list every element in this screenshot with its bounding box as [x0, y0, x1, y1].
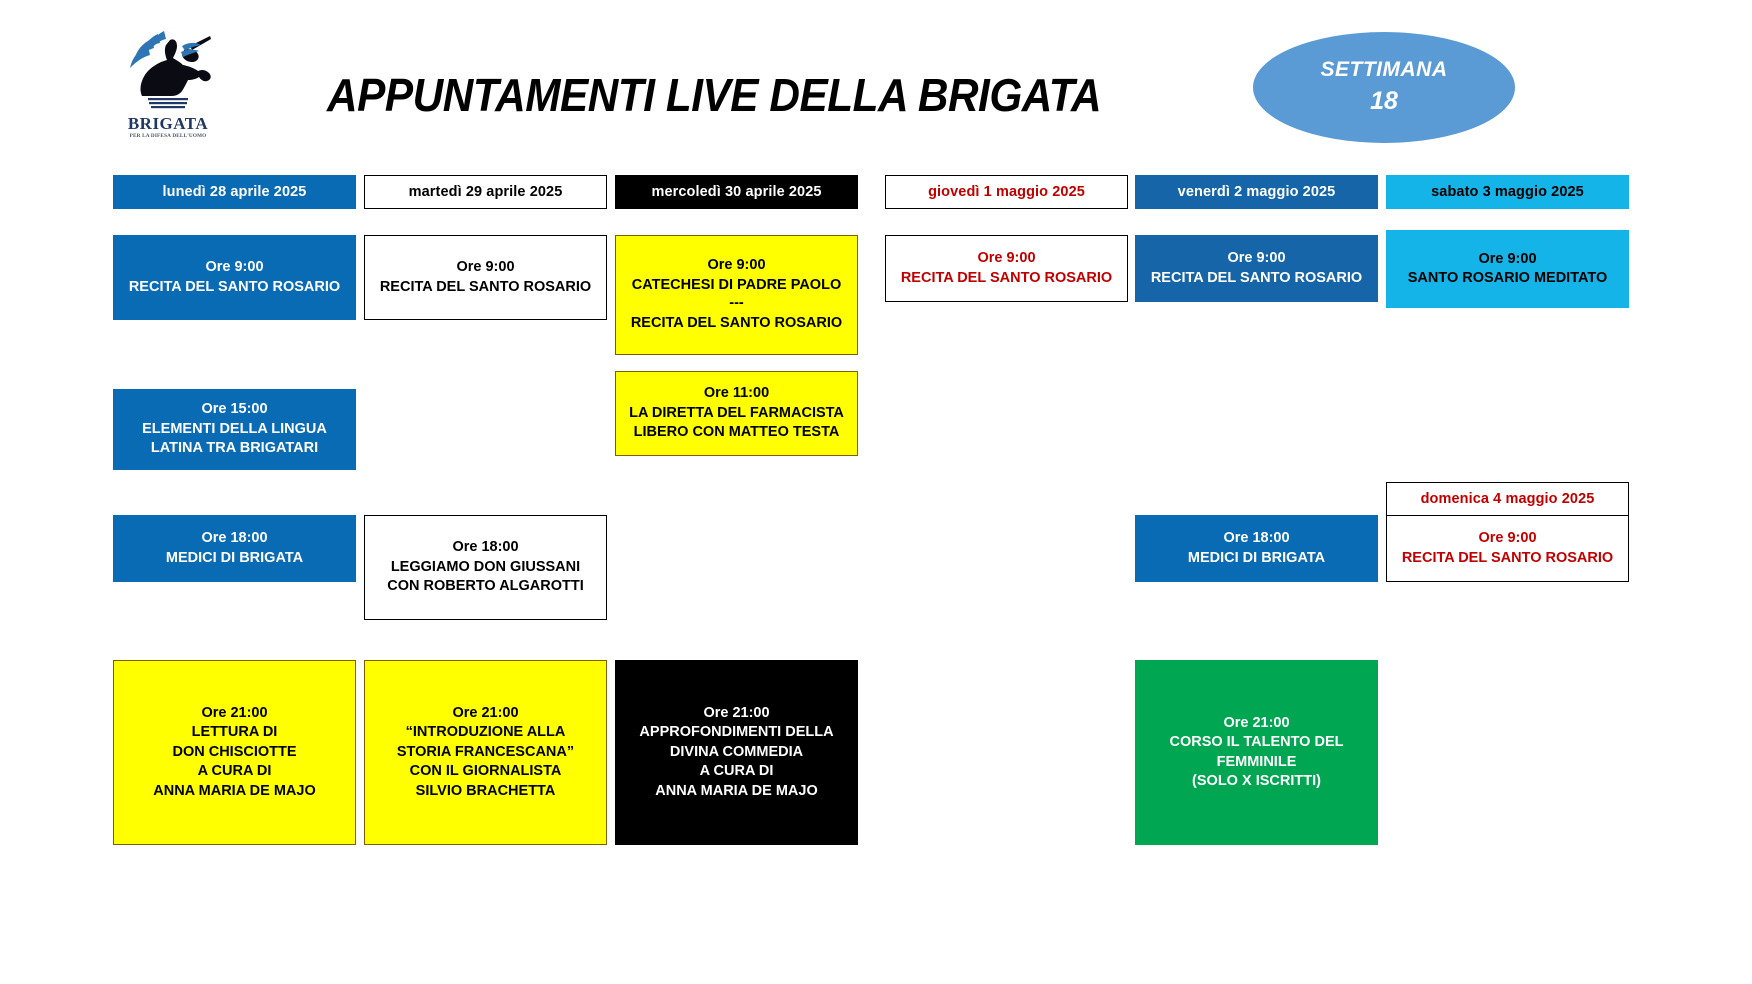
event-time: Ore 9:00 [456, 259, 515, 276]
schedule-grid: lunedì 28 aprile 2025 Ore 9:00 RECITA DE… [0, 175, 1752, 984]
event-time: Ore 21:00 [1223, 714, 1290, 731]
event-time: Ore 18:00 [452, 539, 519, 556]
event-line: LATINA TRA BRIGATARI [150, 440, 319, 457]
event-line: CON ROBERTO ALGAROTTI [387, 578, 584, 595]
day-header-label: lunedì 28 aprile 2025 [162, 184, 307, 200]
event-time: Ore 9:00 [1478, 250, 1537, 267]
event-card-tue-0900[interactable]: Ore 9:00 RECITA DEL SANTO ROSARIO [364, 235, 607, 320]
event-line: RECITA DEL SANTO ROSARIO [900, 269, 1113, 286]
event-line: RECITA DEL SANTO ROSARIO [379, 278, 592, 295]
event-card-tue-1800[interactable]: Ore 18:00 LEGGIAMO DON GIUSSANI CON ROBE… [364, 515, 607, 620]
week-badge-number: 18 [1370, 86, 1398, 115]
event-card-wed-0900[interactable]: Ore 9:00 CATECHESI DI PADRE PAOLO --- RE… [615, 235, 858, 355]
event-time: Ore 21:00 [703, 704, 770, 721]
event-line: DON CHISCIOTTE [172, 743, 297, 760]
event-card-fri-1800[interactable]: Ore 18:00 MEDICI DI BRIGATA [1135, 515, 1378, 582]
event-card-mon-1800[interactable]: Ore 18:00 MEDICI DI BRIGATA [113, 515, 356, 582]
event-line: MEDICI DI BRIGATA [1187, 549, 1326, 566]
event-time: Ore 21:00 [452, 704, 519, 721]
event-time: Ore 9:00 [205, 259, 264, 276]
event-line: STORIA FRANCESCANA” [396, 743, 575, 760]
brigata-logo-emblem [130, 31, 211, 109]
event-card-mon-0900[interactable]: Ore 9:00 RECITA DEL SANTO ROSARIO [113, 235, 356, 320]
event-line: FEMMINILE [1216, 753, 1297, 770]
event-line: APPROFONDIMENTI DELLA [639, 724, 834, 741]
event-card-mon-2100[interactable]: Ore 21:00 LETTURA DI DON CHISCIOTTE A CU… [113, 660, 356, 845]
brigata-logo: BRIGATA PER LA DIFESA DELL'UOMO [118, 28, 218, 143]
logo-wordmark: BRIGATA [127, 114, 209, 133]
event-line: ELEMENTI DELLA LINGUA [142, 420, 327, 437]
event-line: LETTURA DI [191, 724, 278, 741]
event-line: LIBERO CON MATTEO TESTA [633, 424, 840, 441]
event-time: Ore 9:00 [1227, 250, 1286, 267]
event-card-thu-0900[interactable]: Ore 9:00 RECITA DEL SANTO ROSARIO [885, 235, 1128, 302]
day-header-label: domenica 4 maggio 2025 [1420, 491, 1595, 507]
event-card-wed-2100[interactable]: Ore 21:00 APPROFONDIMENTI DELLA DIVINA C… [615, 660, 858, 845]
event-line: (SOLO X ISCRITTI) [1192, 772, 1321, 789]
day-header-domenica[interactable]: domenica 4 maggio 2025 [1386, 482, 1629, 516]
day-header-mercoledi[interactable]: mercoledì 30 aprile 2025 [615, 175, 858, 209]
day-header-venerdi[interactable]: venerdì 2 maggio 2025 [1135, 175, 1378, 209]
event-line: LEGGIAMO DON GIUSSANI [390, 558, 581, 575]
event-line: SILVIO BRACHETTA [415, 782, 556, 799]
page-title: APPUNTAMENTI LIVE DELLA BRIGATA [327, 69, 1102, 121]
day-header-sabato[interactable]: sabato 3 maggio 2025 [1386, 175, 1629, 209]
day-header-martedi[interactable]: martedì 29 aprile 2025 [364, 175, 607, 209]
event-time: Ore 9:00 [977, 250, 1036, 267]
event-line: “INTRODUZIONE ALLA [405, 724, 566, 741]
event-card-fri-2100[interactable]: Ore 21:00 CORSO IL TALENTO DEL FEMMINILE… [1135, 660, 1378, 845]
event-line: A CURA DI [699, 763, 774, 780]
event-line: ANNA MARIA DE MAJO [655, 782, 818, 799]
event-time: Ore 18:00 [1223, 530, 1290, 547]
event-line: LA DIRETTA DEL FARMACISTA [629, 404, 844, 421]
week-badge: SETTIMANA 18 [1253, 32, 1515, 143]
event-line: DIVINA COMMEDIA [669, 743, 804, 760]
event-time: Ore 11:00 [703, 385, 770, 402]
event-line: RECITA DEL SANTO ROSARIO [630, 315, 843, 332]
event-time: Ore 15:00 [201, 401, 268, 418]
event-card-tue-2100[interactable]: Ore 21:00 “INTRODUZIONE ALLA STORIA FRAN… [364, 660, 607, 845]
day-header-giovedi[interactable]: giovedì 1 maggio 2025 [885, 175, 1128, 209]
day-header-label: martedì 29 aprile 2025 [408, 184, 563, 200]
event-card-sun-0900[interactable]: Ore 9:00 RECITA DEL SANTO ROSARIO [1386, 515, 1629, 582]
event-line: RECITA DEL SANTO ROSARIO [1150, 269, 1363, 286]
event-line: RECITA DEL SANTO ROSARIO [128, 278, 341, 295]
event-card-fri-0900[interactable]: Ore 9:00 RECITA DEL SANTO ROSARIO [1135, 235, 1378, 302]
event-time: Ore 21:00 [201, 704, 268, 721]
event-time: Ore 18:00 [201, 530, 268, 547]
day-header-label: giovedì 1 maggio 2025 [928, 184, 1085, 200]
event-line: SANTO ROSARIO MEDITATO [1407, 270, 1608, 286]
day-header-label: mercoledì 30 aprile 2025 [651, 184, 822, 200]
event-line: CON IL GIORNALISTA [409, 763, 562, 780]
day-header-label: sabato 3 maggio 2025 [1431, 184, 1584, 200]
event-line: ANNA MARIA DE MAJO [153, 782, 316, 799]
day-header-lunedi[interactable]: lunedì 28 aprile 2025 [113, 175, 356, 209]
event-time: Ore 9:00 [707, 257, 766, 274]
page-header: BRIGATA PER LA DIFESA DELL'UOMO APPUNTAM… [0, 0, 1752, 175]
event-line: A CURA DI [197, 763, 272, 780]
event-line: CORSO IL TALENTO DEL [1169, 734, 1344, 751]
event-line: MEDICI DI BRIGATA [165, 549, 304, 566]
event-separator: --- [729, 295, 744, 312]
logo-tagline: PER LA DIFESA DELL'UOMO [129, 133, 207, 139]
event-line: CATECHESI DI PADRE PAOLO [631, 276, 842, 293]
week-badge-label: SETTIMANA [1320, 58, 1448, 82]
event-line: RECITA DEL SANTO ROSARIO [1401, 549, 1614, 566]
event-card-mon-1500[interactable]: Ore 15:00 ELEMENTI DELLA LINGUA LATINA T… [113, 389, 356, 470]
event-card-wed-1100[interactable]: Ore 11:00 LA DIRETTA DEL FARMACISTA LIBE… [615, 371, 858, 456]
event-time: Ore 9:00 [1478, 530, 1537, 547]
day-header-label: venerdì 2 maggio 2025 [1177, 184, 1336, 200]
event-card-sat-0900[interactable]: Ore 9:00 SANTO ROSARIO MEDITATO [1386, 230, 1629, 308]
